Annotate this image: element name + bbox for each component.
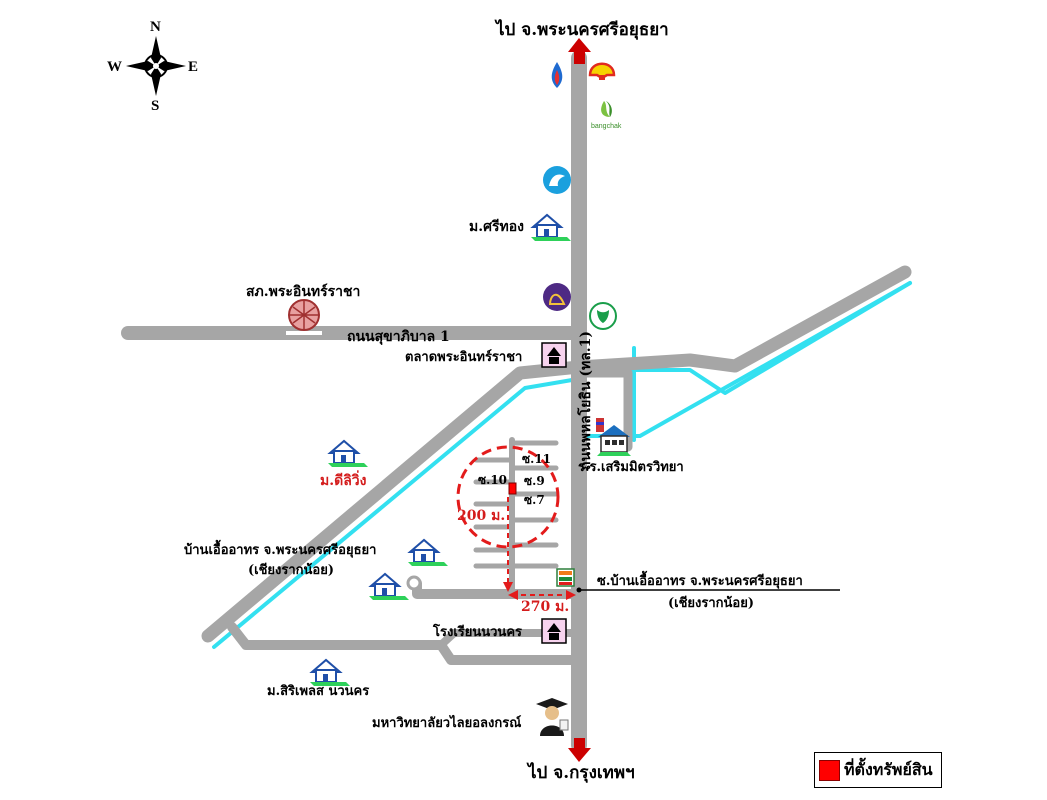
seven-eleven-icon bbox=[556, 568, 575, 587]
compass-west-label: W bbox=[107, 59, 122, 75]
road-diagonal-main bbox=[201, 360, 586, 643]
canal-diagonal-main bbox=[212, 378, 574, 649]
graduate-icon bbox=[536, 698, 569, 736]
label-school-serm: ร.ร.เสริมมิตรวิทยา bbox=[578, 460, 684, 475]
bank-kasikorn-logo-icon bbox=[589, 302, 617, 330]
police-station-icon bbox=[286, 299, 322, 335]
label-police-station: สภ.พระอินทร์ราชา bbox=[246, 283, 360, 300]
soi-pointer-dot bbox=[576, 587, 582, 593]
north-arrow-marker bbox=[568, 38, 591, 64]
house-icon-ban-ua-arthorn-2 bbox=[368, 572, 409, 600]
school-serm-icon bbox=[596, 418, 631, 456]
label-ban-ua-arthorn-line1: บ้านเอื้ออาทร จ.พระนครศรีอยุธยา bbox=[184, 539, 376, 558]
compass-north-label: N bbox=[150, 19, 161, 35]
market-icon bbox=[541, 342, 567, 368]
label-soi-9: ซ.9 bbox=[524, 474, 545, 488]
road-east-diagonal bbox=[572, 265, 912, 374]
house-icon-d-living bbox=[327, 439, 368, 467]
house-icon-ban-ua-arthorn bbox=[407, 538, 448, 566]
legend-label: ที่ตั้งทรัพย์สิน bbox=[844, 759, 933, 779]
bank-scb-logo-icon bbox=[543, 283, 571, 311]
north-direction-label: ไป จ.พระนครศรีอยุธยา bbox=[494, 19, 669, 40]
property-marker bbox=[508, 482, 517, 495]
shell-logo-icon bbox=[588, 62, 616, 80]
label-sukhaphiban-road: ถนนสุขาภิบาล 1 bbox=[347, 329, 450, 345]
label-highway: ถนนพหลโยธิน (ทล.1) bbox=[576, 331, 594, 470]
road-east-spur bbox=[574, 368, 633, 452]
house-icon-sri-thong bbox=[530, 213, 571, 241]
label-moo-d-living: ม.ดีลิวิ่ง bbox=[320, 470, 367, 489]
house-icon-siri-place bbox=[309, 658, 350, 686]
roads bbox=[121, 50, 912, 753]
road-school-loop bbox=[437, 629, 583, 649]
label-soi-10: ซ.10 bbox=[478, 473, 507, 487]
label-soi-11: ซ.11 bbox=[522, 452, 551, 466]
legend-property-swatch bbox=[819, 759, 840, 781]
label-moo-siri: ม.สิริเพลส นวนคร bbox=[267, 684, 369, 699]
label-ban-ua-arthorn-line2: (เชียงรากน้อย) bbox=[248, 562, 334, 578]
label-distance-horizontal: 270 ม. bbox=[521, 599, 569, 615]
south-direction-label: ไป จ.กรุงเทพฯ bbox=[526, 762, 635, 783]
south-arrow-marker bbox=[568, 738, 591, 762]
bank-krungthai-logo-icon bbox=[543, 166, 571, 194]
label-university: มหาวิทยาลัยวไลยอลงกรณ์ bbox=[372, 714, 521, 731]
school-nava-icon bbox=[541, 618, 567, 644]
label-moo-sri-thong: ม.ศรีทอง bbox=[469, 219, 524, 235]
canal-east-upper bbox=[582, 281, 912, 395]
bangchak-logo-icon: bangchak bbox=[591, 101, 622, 130]
label-soi-ban-ua-arthorn-line2: (เชียงรากน้อย) bbox=[668, 595, 754, 611]
label-distance-vertical: 200 ม. bbox=[457, 508, 505, 524]
label-soi-7: ซ.7 bbox=[524, 493, 545, 507]
label-market: ตลาดพระอินทร์ราชา bbox=[405, 349, 522, 365]
label-school-nava: โรงเรียนนวนคร bbox=[432, 623, 522, 640]
ptt-logo-icon bbox=[551, 62, 563, 88]
distance-vertical-arrow bbox=[503, 497, 513, 592]
distance-horizontal-arrow bbox=[508, 590, 576, 600]
compass: N S W E bbox=[107, 19, 198, 114]
legend: ที่ตั้งทรัพย์สิน bbox=[814, 752, 942, 788]
label-soi-ban-ua-arthorn-line1: ซ.บ้านเอื้ออาทร จ.พระนครศรีอยุธยา bbox=[597, 570, 803, 589]
road-turnaround bbox=[406, 575, 422, 591]
bangchak-logo-text: bangchak bbox=[591, 123, 622, 130]
road-ban-ua-arthorn bbox=[412, 578, 584, 599]
compass-east-label: E bbox=[188, 59, 198, 75]
compass-south-label: S bbox=[151, 98, 159, 114]
radius-circle bbox=[456, 445, 560, 549]
